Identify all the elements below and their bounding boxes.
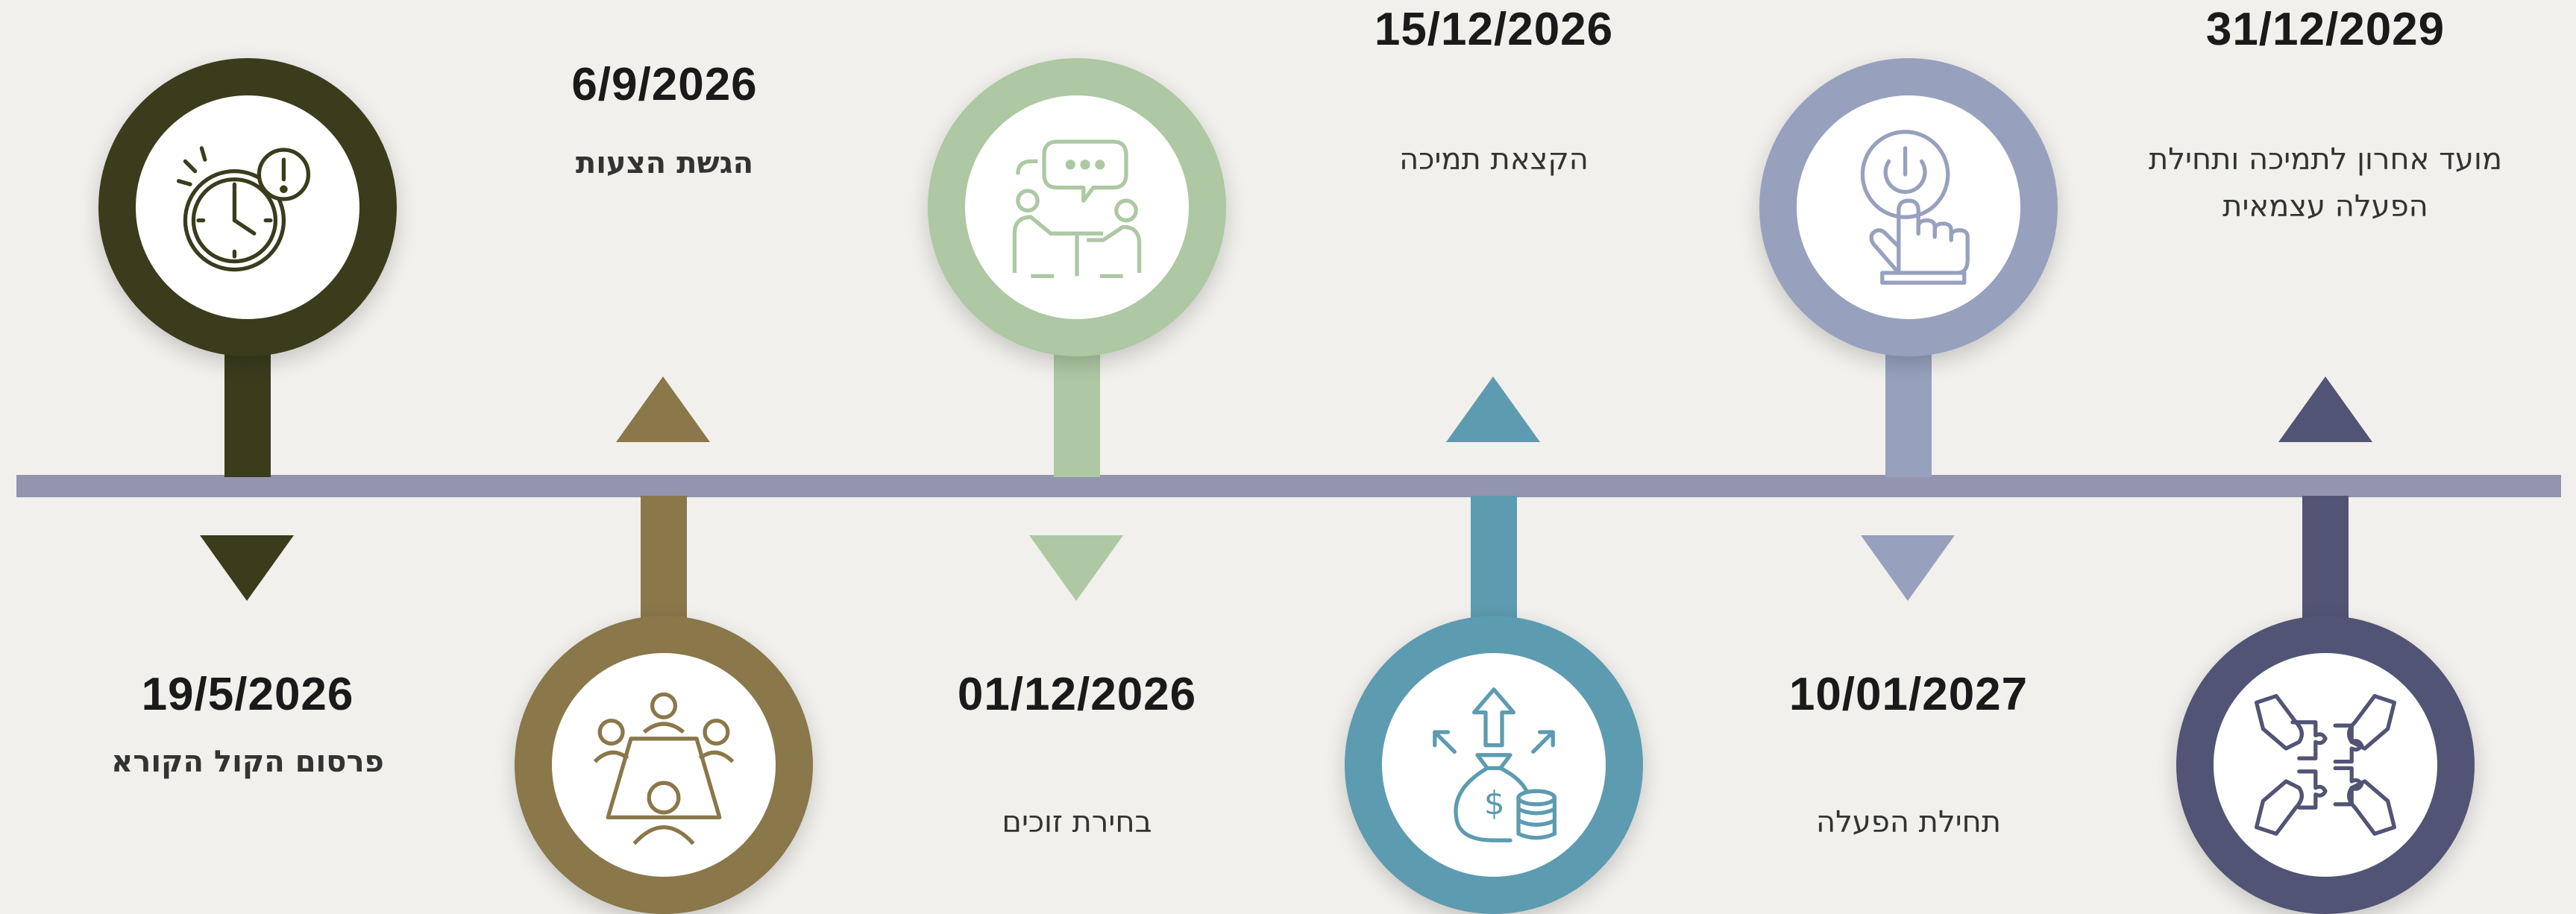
marker-1 xyxy=(200,535,294,601)
milestone-3-label: בחירת זוכים xyxy=(1002,805,1152,839)
marker-3 xyxy=(1029,535,1123,601)
marker-5 xyxy=(1861,535,1955,601)
money-bag-icon: $ xyxy=(1433,687,1557,842)
meeting-table-icon xyxy=(593,692,735,845)
milestone-2-label: הגשת הצעות xyxy=(575,146,754,180)
milestone-5-label: תחילת הפעלה xyxy=(1815,805,2002,839)
milestone-4-date: 15/12/2026 xyxy=(1374,4,1614,55)
marker-6 xyxy=(2278,376,2372,442)
marker-4 xyxy=(1446,376,1540,442)
milestone-6-circle xyxy=(2176,616,2475,914)
milestone-4-circle: $ xyxy=(1345,616,1643,914)
milestone-6-label-line-2: הפעלה עצמאית xyxy=(2222,189,2428,224)
conversation-icon xyxy=(1012,139,1142,279)
milestone-3-circle xyxy=(928,58,1226,356)
milestone-3-date: 01/12/2026 xyxy=(957,669,1197,720)
connector-4 xyxy=(1471,496,1517,630)
milestone-1-label: פרסום הקול הקורא xyxy=(111,745,384,779)
milestone-1-date: 19/5/2026 xyxy=(141,669,354,720)
milestone-5-circle xyxy=(1759,58,2058,356)
puzzle-hands-icon xyxy=(2254,693,2397,836)
marker-2 xyxy=(616,376,710,442)
svg-text:$: $ xyxy=(1484,784,1505,822)
milestone-2-date: 6/9/2026 xyxy=(571,59,758,110)
timeline-axis xyxy=(16,475,2561,497)
connector-6 xyxy=(2302,496,2349,630)
clock-alert-icon xyxy=(176,146,311,272)
milestone-2-circle xyxy=(515,616,813,914)
power-button-icon xyxy=(1860,130,1970,285)
milestone-6-label-line-1: מועד אחרון לתמיכה ותחילת xyxy=(2148,142,2503,177)
connector-2 xyxy=(641,496,687,630)
milestone-6-date: 31/12/2029 xyxy=(2205,4,2445,55)
milestone-1-circle xyxy=(98,58,397,356)
milestone-5-date: 10/01/2027 xyxy=(1788,669,2029,720)
milestone-4-label: הקצאת תמיכה xyxy=(1399,142,1589,177)
